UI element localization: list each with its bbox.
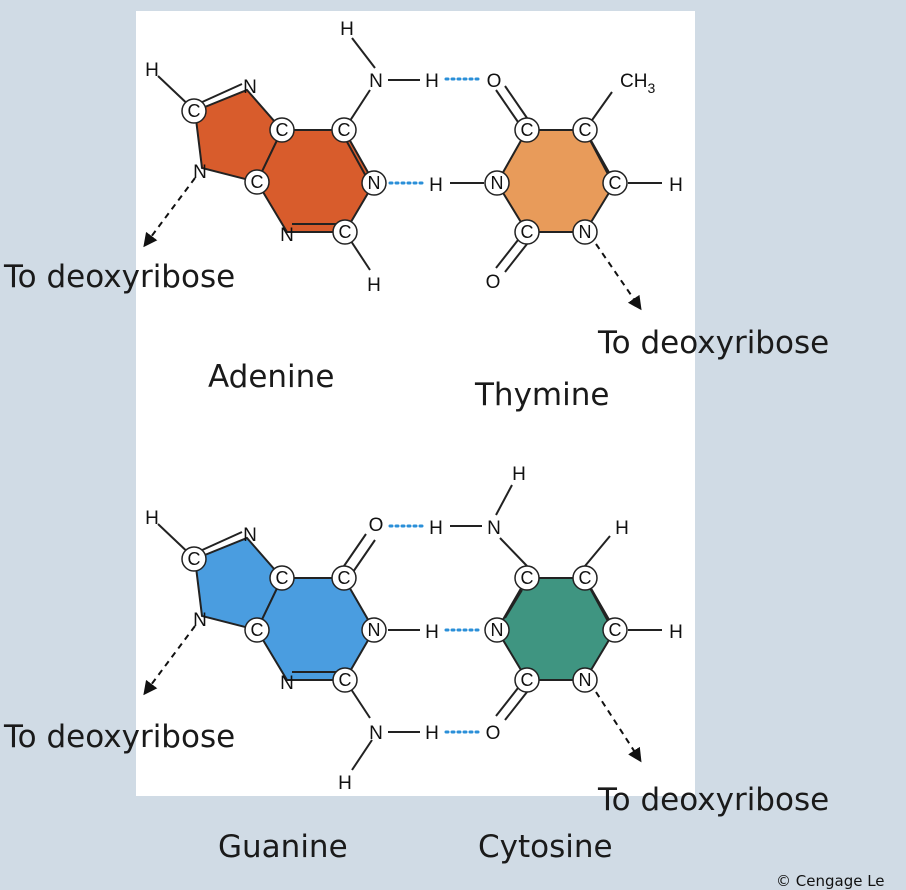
adenine-atom-h: H <box>340 19 354 40</box>
cytosine-atom-n: N <box>579 670 592 690</box>
guanine-deoxyribose-label: To deoxyribose <box>4 719 236 755</box>
thymine-atom-o: O <box>486 272 501 293</box>
guanine-atom-h: H <box>338 773 352 794</box>
cytosine-deoxyribose-label: To deoxyribose <box>598 782 830 818</box>
adenine-atom-h: H <box>425 71 439 92</box>
guanine-atom-n: N <box>243 525 257 546</box>
thymine-atom-c: C <box>609 173 622 193</box>
adenine-atom-n: N <box>280 225 294 246</box>
thymine-label: Thymine <box>475 377 610 413</box>
cytosine-atom-h: H <box>429 518 443 539</box>
thymine-atom-o: O <box>487 71 502 92</box>
adenine-six-ring <box>255 129 376 233</box>
guanine-atom-c: C <box>251 620 264 640</box>
adenine-atom-c: C <box>339 222 352 242</box>
thymine-atom-c: C <box>521 120 534 140</box>
guanine-atom-h: H <box>425 622 439 643</box>
adenine-atom-n: N <box>193 162 207 183</box>
cytosine-atom-h: H <box>669 622 683 643</box>
cytosine-atom-h: H <box>615 518 629 539</box>
guanine-atom-n: N <box>193 610 207 631</box>
guanine-atom-c: C <box>276 568 289 588</box>
cytosine-atom-n: N <box>487 518 501 539</box>
guanine-atom-n: N <box>280 673 294 694</box>
guanine-molecule: H N O N H N N H H C C C N C C <box>143 508 439 794</box>
adenine-molecule: H H N H N N N H C C C N C C <box>143 19 439 296</box>
guanine-six-ring <box>255 577 376 681</box>
cytosine-molecule: H H N H H O C C C N C N <box>429 464 683 763</box>
cytosine-ring <box>495 577 617 681</box>
adenine-deoxyribose-bond <box>143 177 196 248</box>
adenine-atom-c: C <box>276 120 289 140</box>
cytosine-atom-o: O <box>486 723 501 744</box>
thymine-atom-c: C <box>579 120 592 140</box>
copyright-notice: © Cengage Le <box>776 872 885 890</box>
guanine-atom-h: H <box>145 508 159 529</box>
guanine-atom-h: H <box>425 723 439 744</box>
adenine-atom-n: N <box>243 77 257 98</box>
cytosine-atom-h: H <box>512 464 526 485</box>
thymine-deoxyribose-label: To deoxyribose <box>598 325 830 361</box>
adenine-atom-c: C <box>338 120 351 140</box>
cytosine-atom-n: N <box>491 620 504 640</box>
guanine-atom-c: C <box>338 568 351 588</box>
adenine-atom-n: N <box>369 71 383 92</box>
thymine-atom-n: N <box>579 222 592 242</box>
cytosine-deoxyribose-bond <box>595 691 642 763</box>
guanine-atom-n: N <box>368 620 381 640</box>
cytosine-atom-c: C <box>521 568 534 588</box>
guanine-atom-n: N <box>369 723 383 744</box>
guanine-atom-c: C <box>339 670 352 690</box>
thymine-methyl: CH3 <box>620 71 655 96</box>
thymine-atom-c: C <box>521 222 534 242</box>
cytosine-label: Cytosine <box>478 829 613 865</box>
thymine-deoxyribose-bond <box>595 243 642 311</box>
adenine-atom-n: N <box>368 173 381 193</box>
guanine-deoxyribose-bond <box>143 625 196 696</box>
cytosine-atom-c: C <box>521 670 534 690</box>
adenine-atom-c: C <box>188 101 201 121</box>
thymine-atom-h: H <box>669 175 683 196</box>
guanine-atom-o: O <box>369 515 384 536</box>
thymine-ring <box>495 129 617 233</box>
adenine-atom-c: C <box>251 172 264 192</box>
adenine-atom-h: H <box>145 60 159 81</box>
adenine-atom-h: H <box>367 275 381 296</box>
cytosine-atom-c: C <box>579 568 592 588</box>
guanine-atom-c: C <box>188 549 201 569</box>
adenine-deoxyribose-label: To deoxyribose <box>4 259 236 295</box>
thymine-atom-n: N <box>491 173 504 193</box>
cytosine-atom-c: C <box>609 620 622 640</box>
adenine-label: Adenine <box>208 359 335 395</box>
guanine-label: Guanine <box>218 829 348 865</box>
thymine-molecule: O CH3 H H O C C C N C N <box>429 71 683 311</box>
thymine-atom-h: H <box>429 175 443 196</box>
